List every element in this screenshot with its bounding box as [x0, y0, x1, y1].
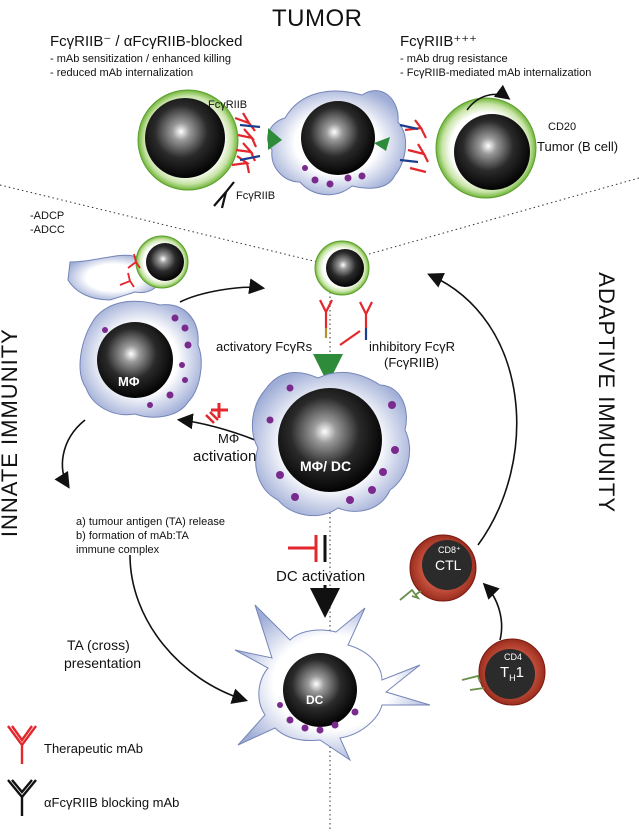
green-arrowhead-right [374, 137, 390, 151]
macrophage-label: MΦ [118, 374, 140, 389]
arrow-th-to-ctl [482, 582, 503, 641]
left-bullet-1: - mAb sensitization / enhanced killing [50, 53, 231, 65]
activation-label-2: activation [193, 448, 257, 465]
adaptive-immunity-label: ADAPTIVE IMMUNITY [593, 272, 619, 513]
fcgriib-label-2: FcγRIIB [236, 190, 276, 202]
adcp-cell [67, 235, 189, 301]
ctl-cell [409, 534, 477, 602]
tumor-cell-label: Tumor (B cell) [537, 139, 619, 154]
presentation-label-1: TA (cross) [67, 637, 130, 653]
tumor-cell-center [314, 240, 370, 296]
right-bullet-1: - mAb drug resistance [400, 53, 508, 65]
green-arrowhead-left [268, 128, 282, 150]
dendritic-cell [234, 604, 431, 762]
macrophage-dc-cell [251, 371, 411, 516]
activatory-fcgr-label: activatory FcγRs [216, 339, 313, 354]
activation-label-1: MΦ [218, 431, 240, 446]
adcp-label: -ADCP [30, 210, 65, 222]
th-label: TH1 [500, 664, 525, 683]
th1-cell [478, 638, 546, 706]
inhibitory-fcgr-label: inhibitory FcγR [369, 339, 455, 354]
tumor-target-cell [267, 90, 407, 196]
inhibit-bar-mphi [205, 411, 219, 424]
left-bullet-2: - reduced mAb internalization [50, 67, 194, 79]
ctl-label: CTL [435, 557, 462, 573]
dc-label: DC [306, 693, 324, 707]
step-a: a) tumour antigen (TA) release [76, 516, 225, 528]
mphi-dc-label: MΦ/ DC [300, 458, 352, 474]
adcc-label: -ADCC [30, 224, 65, 236]
dc-activation-inhibition [288, 535, 327, 562]
legend-therapeutic-label: Therapeutic mAb [44, 741, 143, 756]
arrow-to-top-center [179, 278, 266, 303]
arrow-activation [176, 413, 256, 441]
antibodies-right-synapse [399, 119, 429, 174]
legend-therapeutic-icon [7, 725, 37, 764]
th-superscript: CD4 [504, 652, 523, 662]
step-b-cont: immune complex [76, 544, 160, 556]
arrow-ctl-to-tumor [427, 272, 518, 546]
innate-immunity-label: INNATE IMMUNITY [0, 328, 22, 538]
fcgriib-label-1: FcγRIIB [208, 99, 248, 111]
inhibitory-fcgr-sub: (FcγRIIB) [384, 355, 439, 370]
antibodies-center [319, 299, 373, 346]
presentation-label-2: presentation [64, 655, 142, 671]
left-heading: FcγRIIB⁻ / αFcγRIIB-blocked [50, 33, 243, 50]
tumor-b-cell [435, 97, 537, 199]
internalization-arrow [466, 84, 511, 111]
step-b: b) formation of mAb:TA [76, 530, 189, 542]
arrow-to-dc [129, 554, 249, 704]
arrow-down-left [54, 419, 86, 489]
right-bullet-2: - FcγRIIB-mediated mAb internalization [400, 67, 592, 79]
tcr-receptors [399, 588, 485, 691]
effector-cell-left [137, 89, 239, 191]
ctl-superscript: CD8⁺ [438, 545, 461, 555]
dc-activation-label: DC activation [276, 568, 366, 585]
page-title: TUMOR [272, 5, 363, 32]
legend-blocking-label: αFcγRIIB blocking mAb [44, 795, 180, 810]
right-heading: FcγRIIB⁺⁺⁺ [400, 33, 478, 50]
macrophage-cell [79, 300, 202, 418]
legend-blocking-icon [7, 779, 37, 816]
antibodies-left-synapse [213, 112, 261, 209]
cd20-label: CD20 [548, 121, 577, 133]
